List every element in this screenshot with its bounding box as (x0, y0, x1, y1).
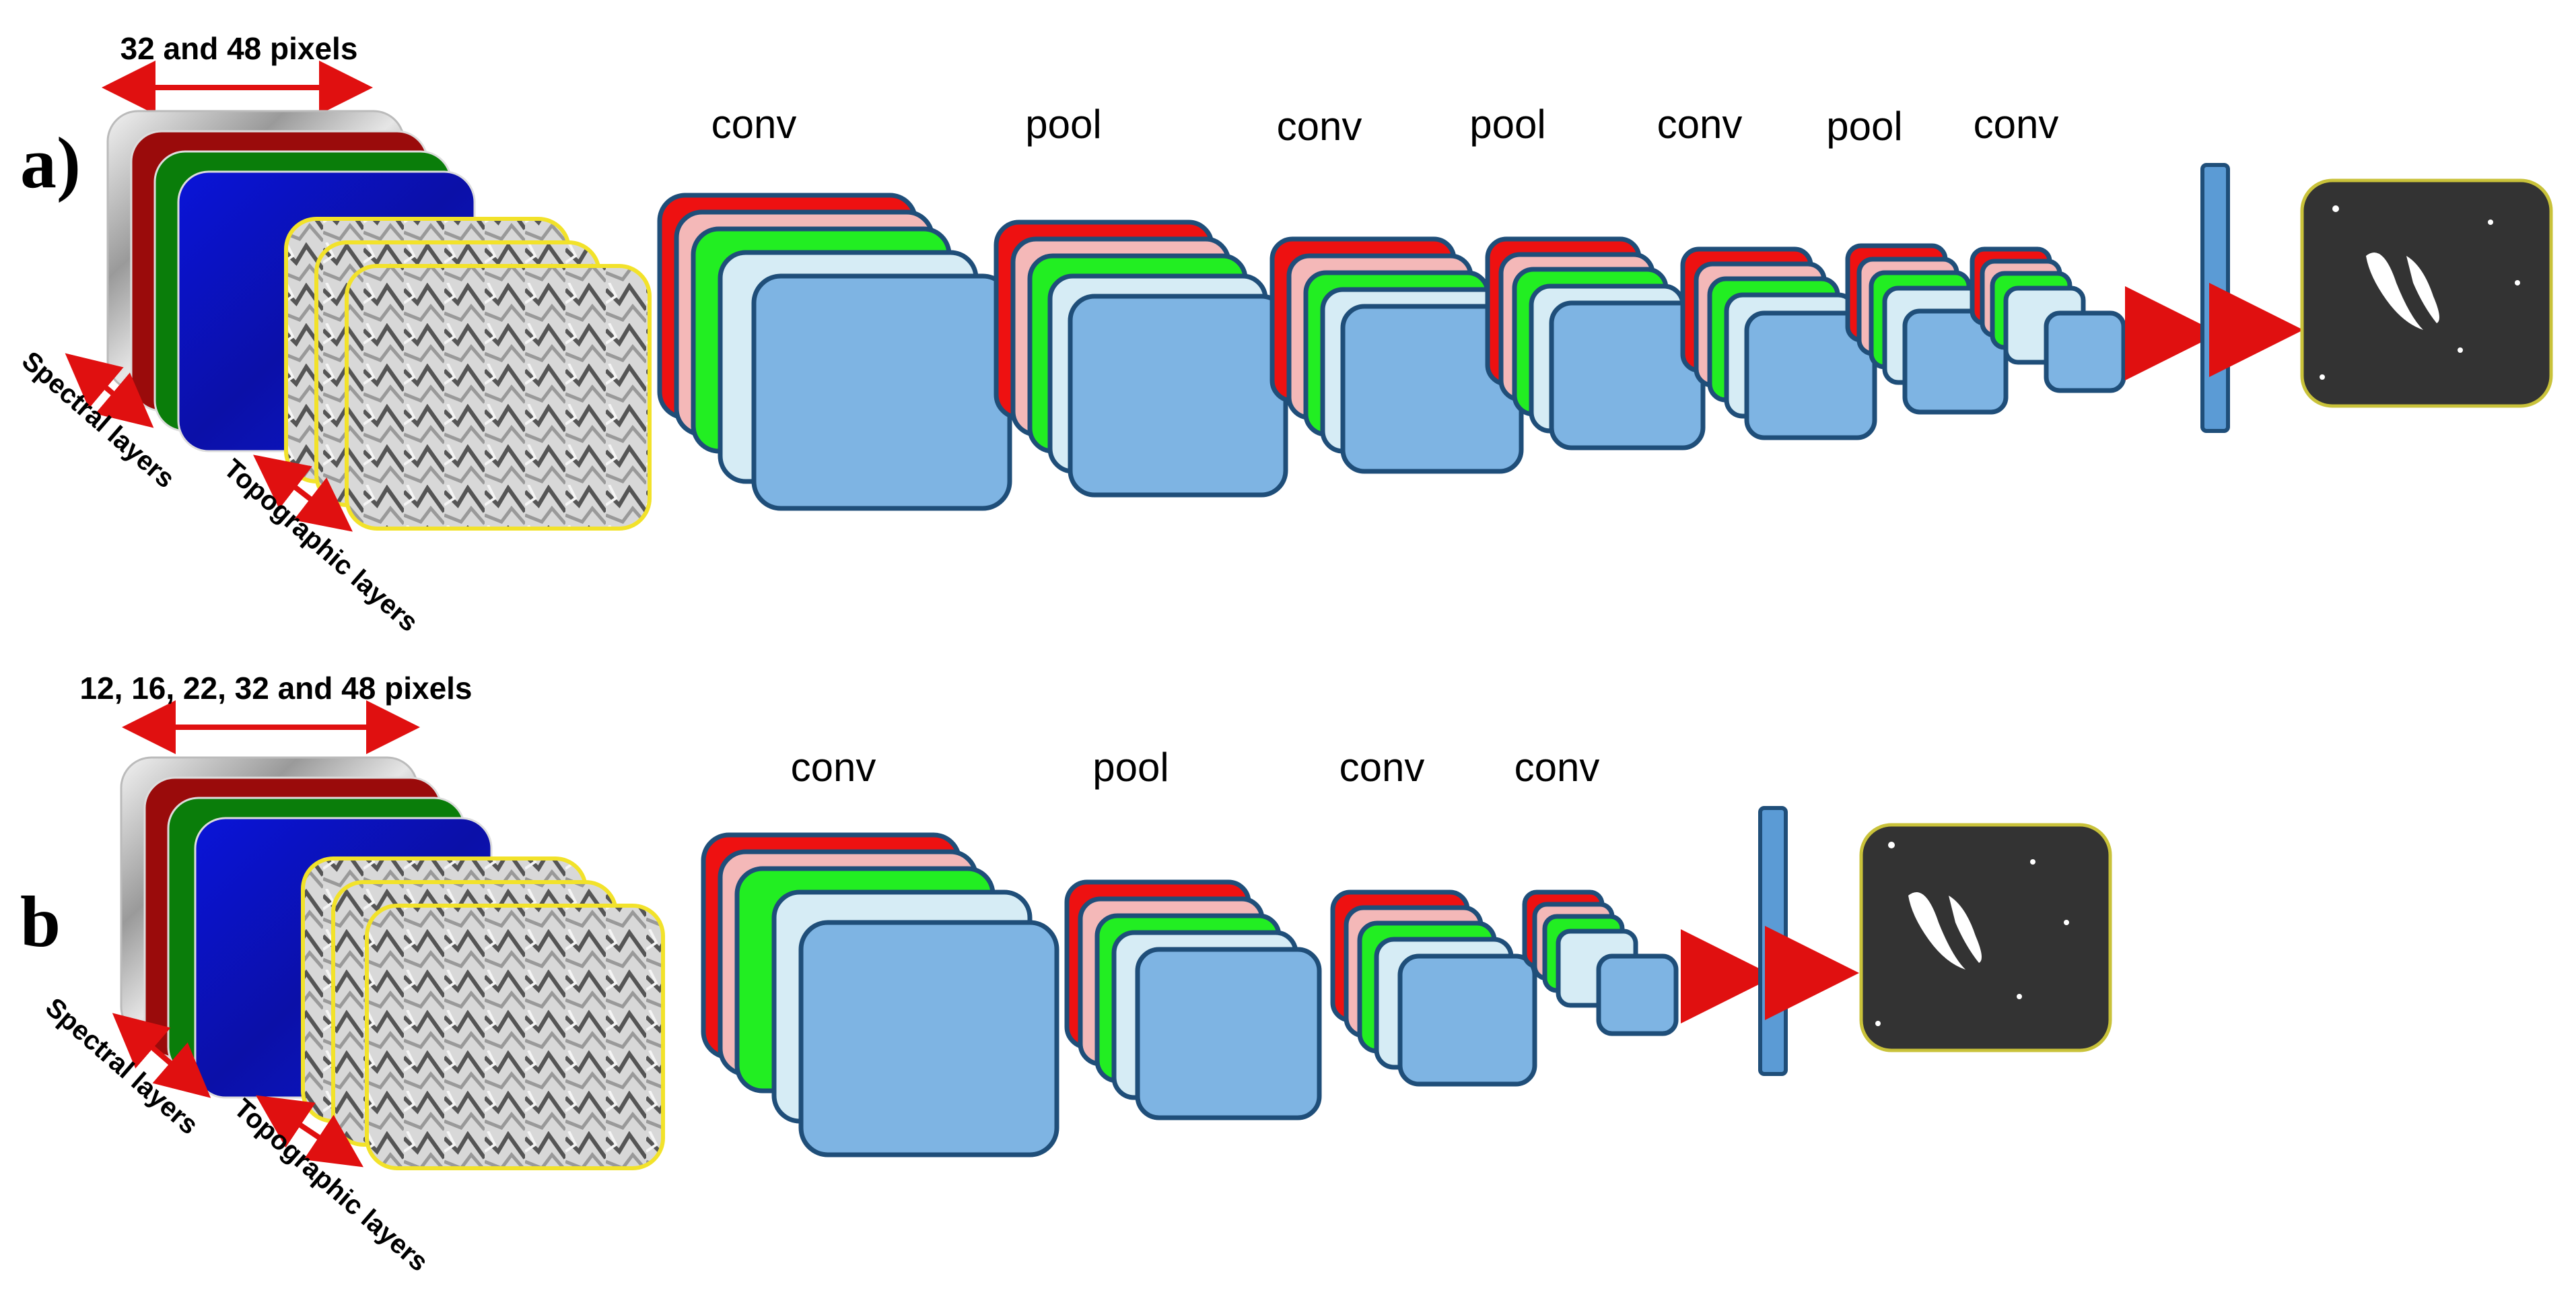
output-landslide-mark (1908, 892, 1965, 970)
panel-a-label: a) (20, 123, 81, 203)
topographic-layer-3 (345, 264, 652, 531)
stage-label-conv-3: conv (1657, 102, 1743, 147)
output-map (1859, 823, 2112, 1052)
feature-block-pool-2 (1485, 236, 1706, 450)
output-noise-dot (2332, 205, 2339, 212)
topographic-layer-stack (301, 856, 665, 1170)
output-noise-dot (2064, 920, 2069, 925)
output-landslide-mark (2406, 256, 2439, 323)
stage-label-conv-3: conv (1515, 745, 1600, 790)
output-landslide-mark (2366, 253, 2423, 330)
output-noise-dot (2458, 347, 2463, 353)
panel-b: b 12, 16, 22, 32 and 48 pixels Spectral … (20, 671, 2112, 1277)
topographic-depth-arrow (253, 455, 353, 532)
output-noise-dot (1888, 842, 1895, 848)
topographic-layer-stack (284, 217, 652, 531)
feature-block-conv-3 (1680, 246, 1877, 440)
output-noise-dot (1875, 1021, 1881, 1026)
output-noise-dot (2515, 280, 2520, 285)
stage-label-pool-1: pool (1092, 745, 1169, 790)
feature-block-pool-1 (1064, 879, 1322, 1120)
stage-label-conv-2: conv (1339, 745, 1425, 790)
spectral-depth-arrow (65, 353, 154, 428)
output-noise-dot (2030, 859, 2035, 865)
feature-map-front (1744, 310, 1877, 440)
topographic-depth-arrow (256, 1095, 363, 1168)
stage-label-conv-1: conv (791, 745, 876, 790)
panel-b-label: b (20, 882, 61, 962)
feature-block-pool-3 (1845, 243, 2009, 415)
feature-map-front (798, 920, 1059, 1157)
stage-label-pool-1: pool (1025, 102, 1101, 147)
topographic-layer-3 (365, 904, 665, 1170)
fully-connected-layer (2200, 163, 2230, 433)
feature-block-conv-1 (701, 832, 1059, 1157)
stage-label-conv-4: conv (1974, 102, 2059, 147)
stage-label-pool-3: pool (1826, 104, 1902, 149)
feature-map-front (1397, 953, 1537, 1087)
output-landslide-mark (1949, 896, 1982, 963)
feature-map-front (1135, 947, 1322, 1120)
stage-label-pool-2: pool (1469, 102, 1545, 147)
feature-block-conv-2 (1330, 889, 1537, 1087)
output-noise-dot (2017, 994, 2022, 999)
feature-map-front (1549, 300, 1706, 450)
feature-map-front (751, 273, 1012, 511)
feature-block-conv-1 (657, 193, 1012, 511)
feature-map-front (1068, 294, 1288, 498)
input-size-label: 12, 16, 22, 32 and 48 pixels (79, 671, 472, 706)
feature-map-front (2044, 310, 2126, 393)
output-map (2300, 178, 2553, 408)
stage-label-conv-2: conv (1277, 104, 1362, 149)
panel-a: a) 32 and 48 pixels Spectral layers Topo… (16, 31, 2553, 638)
output-noise-dot (2488, 220, 2493, 225)
feature-block-pool-1 (994, 220, 1288, 498)
output-map-frame (1859, 823, 2112, 1052)
fully-connected-layer (1758, 806, 1788, 1076)
feature-block-conv-2 (1269, 236, 1524, 474)
output-noise-dot (2320, 374, 2325, 380)
feature-map-front (1596, 953, 1679, 1036)
input-size-label: 32 and 48 pixels (120, 31, 358, 66)
feature-block-conv-4 (1970, 246, 2126, 393)
stage-label-conv-1: conv (711, 102, 797, 147)
spectral-depth-arrow (112, 1013, 211, 1098)
feature-block-conv-3 (1522, 889, 1679, 1036)
feature-map-front (1902, 308, 2009, 415)
